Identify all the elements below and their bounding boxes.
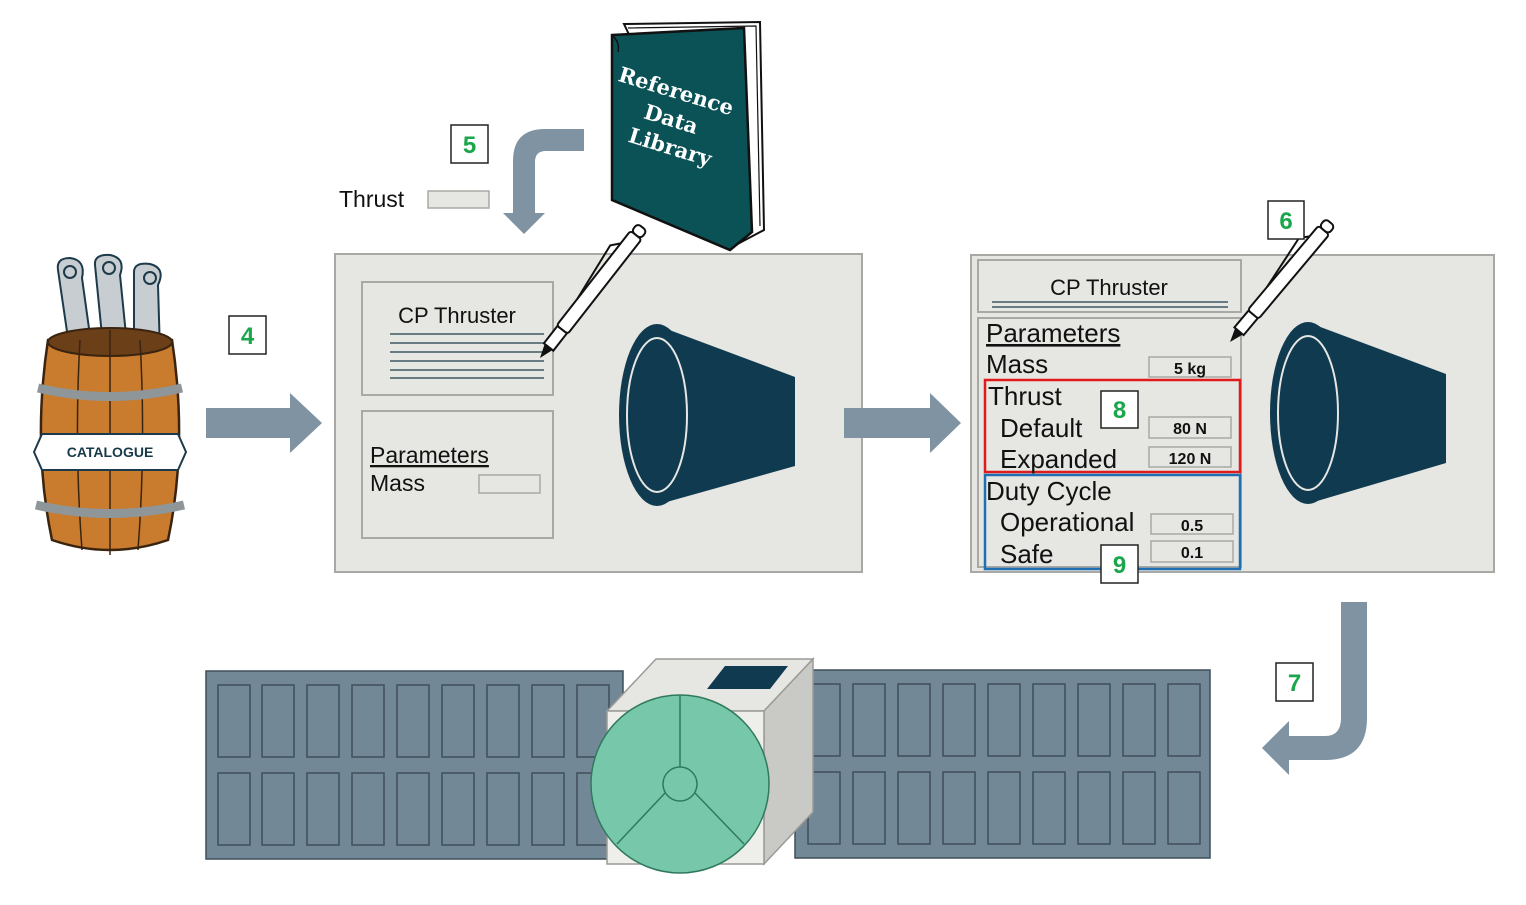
satellite-icon — [205, 657, 1211, 874]
step-badge-8: 8 — [1100, 390, 1139, 429]
svg-text:5: 5 — [463, 132, 476, 159]
thrust-highlight-box — [983, 378, 1242, 474]
floating-thrust-field — [427, 190, 490, 209]
arrow-library-to-card — [503, 129, 584, 234]
svg-text:9: 9 — [1113, 552, 1126, 579]
card-right-operational-value: 0.5 — [1181, 518, 1203, 535]
thruster-card-initial: CP Thruster Parameters Mass — [334, 224, 863, 573]
card-left-mass-label: Mass — [370, 470, 425, 496]
card-right-mass-label: Mass — [986, 349, 1048, 379]
floating-thrust-label: Thrust — [339, 186, 405, 212]
svg-text:6: 6 — [1279, 208, 1292, 235]
reference-data-library-book-icon: Reference Data Library — [610, 20, 766, 252]
card-right-safe-label: Safe — [1000, 539, 1054, 569]
svg-text:8: 8 — [1113, 397, 1126, 424]
arrow-catalogue-to-card — [206, 393, 322, 453]
card-right-title: CP Thruster — [1050, 275, 1168, 300]
card-right-mass-value: 5 kg — [1174, 361, 1206, 378]
step-badge-9: 9 — [1100, 544, 1139, 584]
step-badge-5: 5 — [450, 124, 489, 164]
card-right-parameters-heading: Parameters — [986, 318, 1120, 348]
svg-text:7: 7 — [1288, 670, 1301, 697]
thruster-card-detailed: CP Thruster Parameters Mass 5 kg Thrust … — [970, 219, 1495, 573]
svg-text:4: 4 — [241, 323, 255, 350]
right-solar-panel — [794, 669, 1211, 859]
card-left-title: CP Thruster — [398, 303, 516, 328]
catalogue-label: CATALOGUE — [67, 444, 154, 460]
arrow-card-to-detailed-card — [844, 393, 961, 453]
card-left-mass-field — [478, 474, 541, 494]
arrow-card-to-satellite — [1262, 602, 1367, 775]
card-left-parameters-heading: Parameters — [370, 442, 489, 468]
satellite-dish-icon — [590, 694, 770, 874]
card-right-thrust-label: Thrust — [988, 381, 1062, 411]
card-right-duty-cycle-label: Duty Cycle — [986, 476, 1112, 506]
step-badge-6: 6 — [1267, 200, 1305, 240]
pen-icon — [540, 224, 647, 358]
catalogue-barrel: CATALOGUE — [32, 253, 188, 555]
card-right-operational-label: Operational — [1000, 507, 1134, 537]
pen-icon — [1230, 219, 1335, 342]
left-solar-panel — [205, 670, 624, 860]
card-right-expanded-label: Expanded — [1000, 444, 1117, 474]
card-right-default-label: Default — [1000, 413, 1083, 443]
thruster-nozzle-icon — [1270, 322, 1446, 504]
card-right-default-value: 80 N — [1173, 421, 1207, 438]
card-right-safe-value: 0.1 — [1181, 545, 1203, 562]
thruster-nozzle-icon — [619, 324, 795, 506]
step-badge-4: 4 — [228, 315, 267, 355]
card-right-expanded-value: 120 N — [1169, 451, 1212, 468]
step-badge-7: 7 — [1275, 662, 1314, 702]
